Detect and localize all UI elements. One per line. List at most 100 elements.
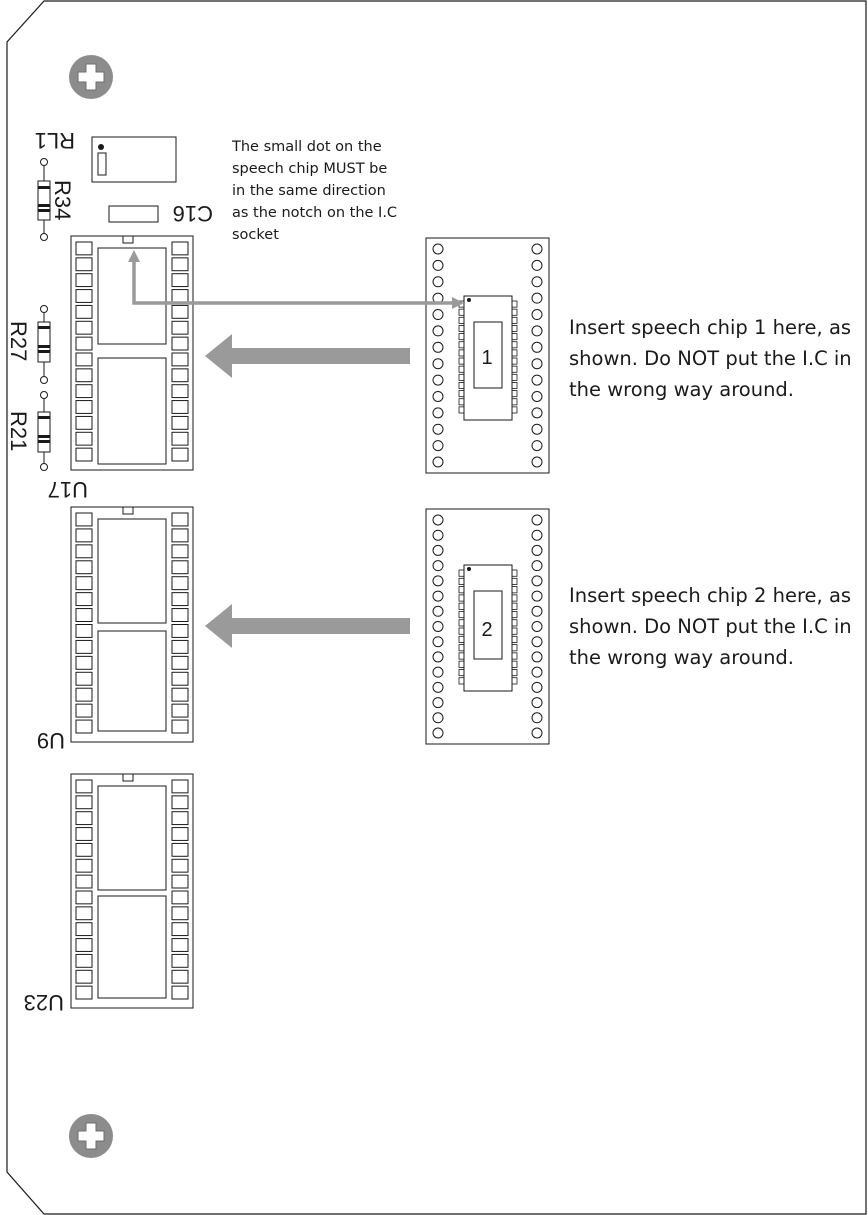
socket-pad — [171, 544, 189, 559]
chip-leg — [458, 586, 465, 594]
u17-label: U17 — [48, 477, 88, 502]
board-pad — [432, 358, 444, 370]
chip-leg — [458, 627, 465, 635]
board-pad — [432, 712, 444, 724]
chip-leg — [511, 619, 518, 627]
chip-leg — [458, 669, 465, 677]
chip-leg — [511, 300, 518, 308]
board-pad — [531, 292, 543, 304]
board-pad — [531, 358, 543, 370]
socket-pad — [171, 671, 189, 686]
board-pad — [531, 560, 543, 572]
chip-leg — [511, 333, 518, 341]
socket-window — [97, 357, 167, 465]
chip-leg — [511, 669, 518, 677]
socket-pad — [75, 241, 93, 256]
chip-leg — [511, 627, 518, 635]
ic-socket-u9[interactable] — [70, 506, 194, 743]
chip-leg — [511, 569, 518, 577]
chip-leg — [458, 594, 465, 602]
socket-pad — [75, 703, 93, 718]
board-pad — [531, 309, 543, 321]
socket-pad — [171, 241, 189, 256]
socket-pad — [171, 415, 189, 430]
chip-orientation-dot — [467, 567, 471, 571]
board-pad — [432, 651, 444, 663]
board-pad — [531, 544, 543, 556]
board-pad — [531, 325, 543, 337]
chip-leg — [511, 398, 518, 406]
chip-leg — [458, 357, 465, 365]
chip-leg — [511, 635, 518, 643]
socket-pad — [75, 624, 93, 638]
u9-label: U9 — [37, 728, 65, 753]
board-pad — [432, 529, 444, 541]
socket-pad — [171, 938, 189, 952]
chip-leg — [511, 349, 518, 357]
ic-socket-u23[interactable] — [70, 773, 194, 1009]
board-pad — [531, 374, 543, 386]
socket-window — [97, 630, 167, 732]
chip-leg — [458, 677, 465, 685]
chip-leg — [458, 382, 465, 389]
chip-leg — [458, 333, 465, 341]
chip-leg — [458, 373, 465, 381]
speech-chip-body — [463, 564, 513, 692]
board-pad — [432, 666, 444, 678]
socket-pad — [171, 352, 189, 367]
chip-leg — [458, 390, 465, 398]
board-pad — [531, 651, 543, 663]
insert-arrow-2 — [205, 604, 410, 648]
board-pad — [432, 390, 444, 402]
board-pad — [531, 621, 543, 632]
board-pad — [531, 529, 543, 541]
u23-label: U23 — [24, 990, 64, 1015]
socket-pad — [171, 608, 189, 622]
socket-pad — [75, 671, 93, 686]
relay-rl1 — [91, 136, 177, 183]
chip-2-number: 2 — [481, 619, 492, 641]
board-pad — [432, 605, 444, 617]
socket-pad — [75, 415, 93, 430]
board-pad — [432, 727, 444, 739]
insert-arrow-1 — [205, 334, 410, 378]
capacitor-c16 — [108, 205, 159, 223]
chip-leg — [458, 365, 465, 373]
socket-pad — [171, 969, 189, 984]
socket-pad — [75, 257, 93, 272]
chip-board-outline — [425, 508, 550, 745]
chip-leg — [511, 677, 518, 685]
dot-direction-note: The small dot on the speech chip MUST be… — [232, 139, 398, 243]
board-pad — [432, 325, 444, 337]
socket-pad — [75, 431, 93, 446]
chip-label-window — [473, 321, 503, 389]
socket-pad — [75, 368, 93, 383]
chip-leg — [511, 406, 518, 414]
socket-pad — [75, 969, 93, 984]
board-pad — [531, 423, 543, 435]
ic-socket-u17[interactable] — [70, 235, 194, 471]
socket-pad — [171, 592, 189, 607]
socket-pad — [171, 528, 189, 543]
socket-pad — [171, 576, 189, 591]
board-pad — [432, 514, 444, 526]
board-pad — [531, 727, 543, 739]
chip-orientation-dot — [467, 298, 471, 302]
socket-pad — [75, 639, 93, 654]
board-pad — [432, 560, 444, 572]
socket-pad — [171, 687, 189, 702]
socket-notch — [122, 773, 134, 782]
board-pad — [531, 514, 543, 526]
socket-pad — [171, 400, 189, 414]
socket-pad — [171, 624, 189, 638]
chip-leg — [458, 406, 465, 414]
chip-leg — [511, 660, 518, 668]
r34-label: R34 — [50, 180, 75, 220]
socket-pad — [171, 874, 189, 889]
socket-pad — [75, 858, 93, 873]
socket-pad — [171, 703, 189, 718]
socket-pad — [171, 368, 189, 383]
chip-leg — [458, 349, 465, 357]
board-pad — [531, 243, 543, 255]
